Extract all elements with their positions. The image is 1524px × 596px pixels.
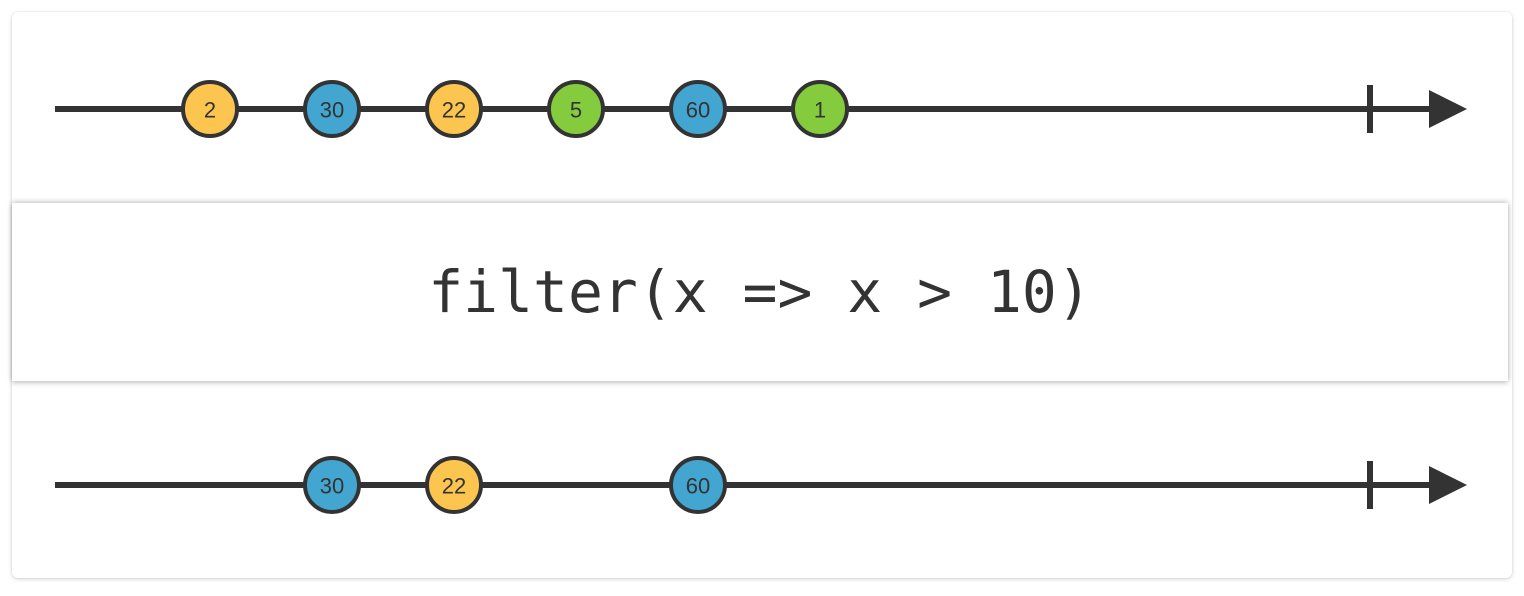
marble-circle (547, 80, 605, 138)
marble[interactable]: 60 (669, 80, 727, 138)
marble-value-label: 60 (686, 474, 710, 499)
operator-panel[interactable]: filter(x => x > 10) (12, 203, 1508, 381)
marble[interactable]: 1 (791, 80, 849, 138)
input-stream-svg: 2 30 22 5 60 1 (55, 80, 1467, 138)
output-stream-svg: 30 22 60 (55, 456, 1467, 514)
marble-circle (425, 80, 483, 138)
marble-circle (303, 456, 361, 514)
marble-value-label: 2 (204, 98, 216, 123)
marble-value-label: 30 (320, 474, 344, 499)
marble[interactable]: 2 (181, 80, 239, 138)
stream-arrowhead-icon (1429, 90, 1467, 128)
marble[interactable]: 30 (303, 456, 361, 514)
marble-value-label: 22 (442, 474, 466, 499)
marble-value-label: 5 (570, 98, 582, 123)
marble[interactable]: 22 (425, 80, 483, 138)
marble-circle (669, 456, 727, 514)
output-stream-row: 30 22 60 (12, 391, 1512, 578)
marble[interactable]: 30 (303, 80, 361, 138)
marble-value-label: 60 (686, 98, 710, 123)
marble-value-label: 30 (320, 98, 344, 123)
marble-value-label: 1 (814, 98, 826, 123)
marble-circle (303, 80, 361, 138)
diagram-card: 2 30 22 5 60 1 filter(x => x > 10) 30 22 60 (12, 12, 1512, 578)
marble-circle (791, 80, 849, 138)
marble[interactable]: 22 (425, 456, 483, 514)
input-stream-row: 2 30 22 5 60 1 (12, 12, 1512, 203)
marble-circle (181, 80, 239, 138)
operator-label: filter(x => x > 10) (428, 258, 1092, 326)
marble[interactable]: 5 (547, 80, 605, 138)
marble-circle (669, 80, 727, 138)
stream-arrowhead-icon (1429, 466, 1467, 504)
marble[interactable]: 60 (669, 456, 727, 514)
marble-value-label: 22 (442, 98, 466, 123)
marble-circle (425, 456, 483, 514)
